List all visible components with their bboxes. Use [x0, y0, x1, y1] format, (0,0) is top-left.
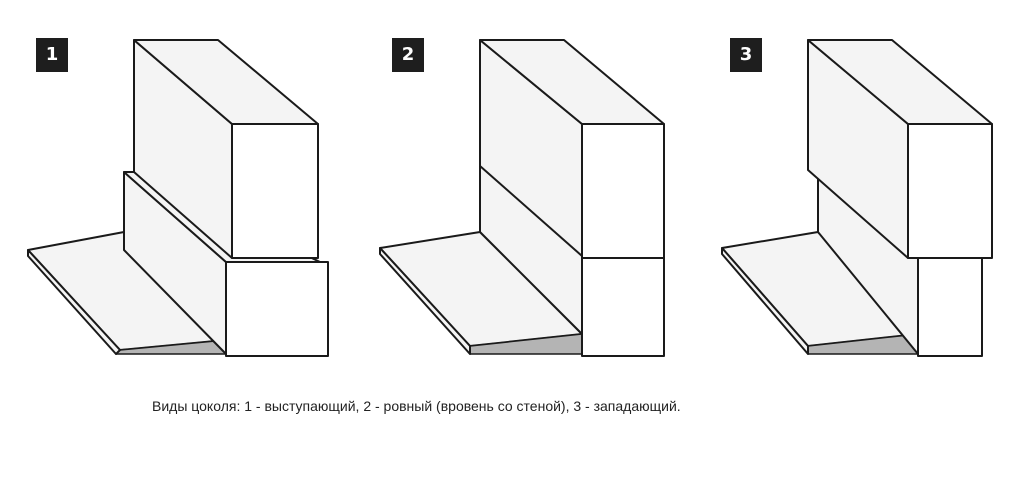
blind-area-side-1 [27, 249, 121, 355]
blind-area-side-2 [379, 247, 471, 355]
figure-caption: Виды цоколя: 1 - выступающий, 2 - ровный… [152, 398, 681, 414]
variant-number-badge: 3 [730, 38, 762, 72]
variant-number-badge: 2 [392, 38, 424, 72]
blind-area-side-3 [721, 247, 809, 355]
variant-2-flush [379, 39, 665, 357]
wall-front-face-3 [907, 123, 993, 259]
plinth-front-face-3 [917, 255, 983, 357]
plinth-front-face-1 [225, 261, 329, 357]
variant-3-recessed [721, 39, 993, 357]
wall-front-face-2 [581, 123, 665, 357]
plinth-joint-side-2 [479, 165, 583, 257]
variant-number-badge: 1 [36, 38, 68, 72]
wall-front-face-1 [231, 123, 319, 259]
variant-1-protruding [27, 39, 329, 357]
